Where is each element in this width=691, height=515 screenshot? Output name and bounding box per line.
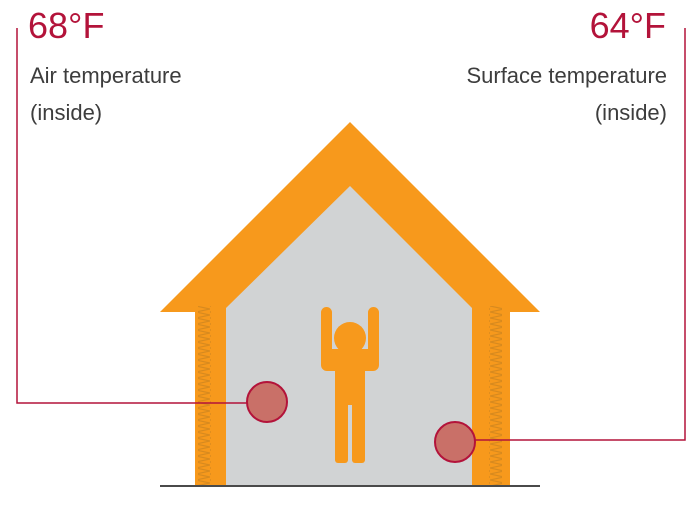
right-wall-insulation <box>489 306 502 485</box>
left-wall-insulation <box>198 306 211 485</box>
surface-temperature-sensor <box>434 421 476 463</box>
person-icon <box>321 307 379 463</box>
air-temperature-sublabel: (inside) <box>30 100 103 125</box>
air-temperature-callout-line <box>16 28 248 404</box>
air-temperature-label: Air temperature <box>30 63 182 88</box>
air-temperature-value: 68°F <box>28 5 105 46</box>
surface-temperature-sublabel: (inside) <box>594 100 667 125</box>
surface-temperature-callout-line <box>475 28 686 441</box>
air-temperature-sensor <box>246 381 288 423</box>
surface-temperature-value: 64°F <box>589 5 666 46</box>
surface-temperature-label: Surface temperature <box>466 63 667 88</box>
